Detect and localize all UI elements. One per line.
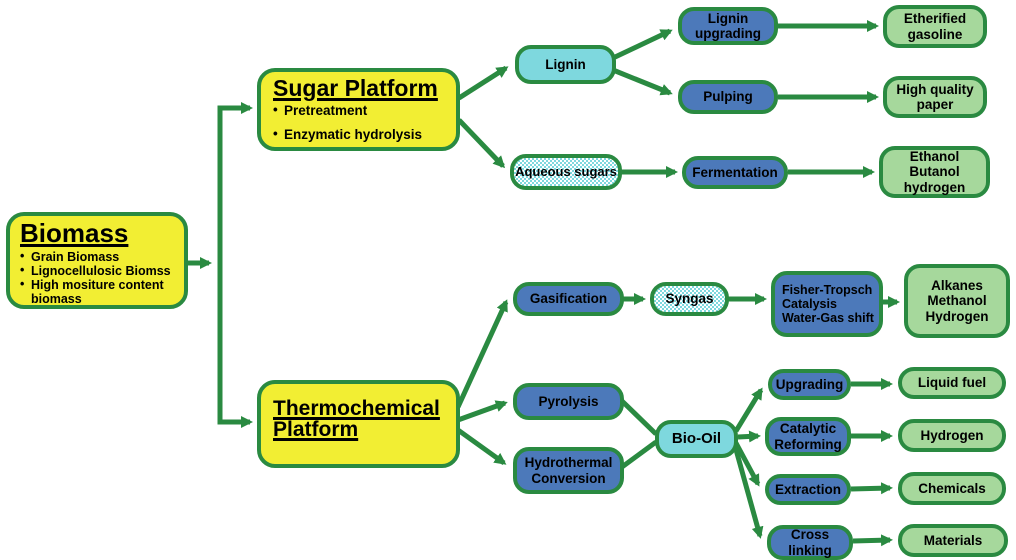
node-materials: Materials (898, 524, 1008, 557)
connector-sugar-aqueous (457, 118, 506, 169)
connector-biooil-crosslinking (732, 445, 764, 539)
node-hydrothermal-conversion: Hydrothermal Conversion (513, 447, 624, 494)
node-gasification: Gasification (513, 282, 624, 316)
connector-biooil-extraction (733, 441, 761, 487)
node-etherified-gasoline: Etherified gasoline (883, 5, 987, 48)
node-extraction: Extraction (765, 474, 851, 505)
thermochemical-platform-title: Thermochemical Platform (273, 397, 440, 442)
node-liquid-fuel: Liquid fuel (898, 367, 1006, 399)
biomass-bullet-list: Grain Biomass Lignocellulosic Biomss Hig… (20, 248, 176, 307)
node-biomass: Biomass Grain Biomass Lignocellulosic Bi… (6, 212, 188, 309)
biomass-title: Biomass (20, 218, 129, 248)
connector-hydrothermal-biooil (620, 439, 658, 470)
sugar-platform-title: Sugar Platform (273, 75, 438, 101)
connector-biooil-catalytic (737, 430, 761, 443)
node-hydrogen: Hydrogen (898, 419, 1006, 452)
node-lignin: Lignin (515, 45, 616, 84)
node-chemicals: Chemicals (898, 472, 1006, 505)
connector-lignin-upgrading (611, 28, 673, 61)
node-upgrading: Upgrading (768, 369, 851, 400)
connector-thermo-hydrothermal (456, 427, 507, 466)
node-fischer-tropsch: Fisher-Tropsch Catalysis Water-Gas shift (771, 271, 883, 337)
node-sugar-platform: Sugar Platform Pretreatment Enzymatic hy… (257, 68, 460, 151)
connector-sugar-lignin (457, 65, 509, 101)
node-aqueous-sugars: Aqueous sugars (510, 154, 622, 190)
node-catalytic-reforming: Catalytic Reforming (765, 417, 851, 456)
node-fermentation: Fermentation (682, 156, 788, 189)
node-thermochemical-platform: Thermochemical Platform (257, 380, 460, 468)
node-pyrolysis: Pyrolysis (513, 383, 624, 420)
sugar-platform-bullet: Pretreatment (273, 102, 422, 118)
connector-crosslinking-materials (852, 534, 893, 547)
connector-pyrolysis-biooil (620, 399, 658, 436)
sugar-platform-bullet-list: Pretreatment Enzymatic hydrolysis (273, 102, 422, 150)
connector-thermo-gasification (455, 299, 509, 409)
node-high-quality-paper: High quality paper (883, 76, 987, 118)
sugar-platform-bullet: Enzymatic hydrolysis (273, 126, 422, 142)
connector-extraction-chemicals (850, 482, 893, 495)
connector-thermo-pyrolysis (457, 400, 508, 423)
biomass-bullet: High mositure content biomass (20, 277, 176, 307)
node-alkanes-methanol-hydrogen: Alkanes Methanol Hydrogen (904, 264, 1010, 338)
node-ethanol-butanol-hydrogen: Ethanol Butanol hydrogen (879, 146, 990, 198)
node-lignin-upgrading: Lignin upgrading (678, 7, 778, 45)
connector-trunk-platforms (217, 102, 253, 428)
biomass-bullet: Grain Biomass (20, 248, 176, 264)
node-bio-oil: Bio-Oil (655, 420, 738, 458)
connector-biooil-upgrading (733, 387, 764, 433)
connector-lignin-pulping (612, 67, 673, 96)
node-cross-linking: Cross linking (767, 525, 853, 560)
node-pulping: Pulping (678, 80, 778, 114)
node-syngas: Syngas (650, 282, 729, 316)
biomass-bullet: Lignocellulosic Biomss (20, 263, 176, 278)
